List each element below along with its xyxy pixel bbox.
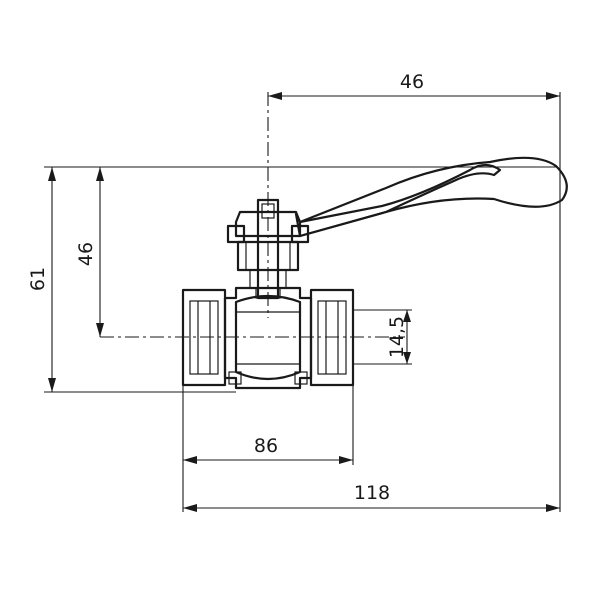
dim-label-overall-length: 118 bbox=[354, 482, 390, 504]
dim-handle-length: 46 bbox=[268, 71, 560, 100]
dim-label-body-length: 86 bbox=[254, 435, 278, 457]
extension-lines bbox=[44, 92, 561, 512]
dim-label-height-to-axis: 46 bbox=[75, 242, 97, 266]
dim-bore-offset: 14,5 bbox=[386, 310, 411, 364]
stem-bonnet bbox=[236, 240, 300, 272]
dim-label-handle-length: 46 bbox=[400, 71, 424, 93]
dim-label-bore-offset: 14,5 bbox=[386, 316, 408, 358]
dim-overall-height: 61 bbox=[27, 167, 56, 392]
dim-overall-length: 118 bbox=[183, 482, 560, 512]
dim-body-length: 86 bbox=[183, 435, 353, 464]
nut-left-tab bbox=[226, 224, 246, 244]
lever-handle bbox=[294, 156, 568, 238]
dim-label-overall-height: 61 bbox=[27, 267, 49, 291]
dim-height-to-axis: 46 bbox=[75, 167, 104, 337]
central-housing bbox=[223, 286, 313, 390]
